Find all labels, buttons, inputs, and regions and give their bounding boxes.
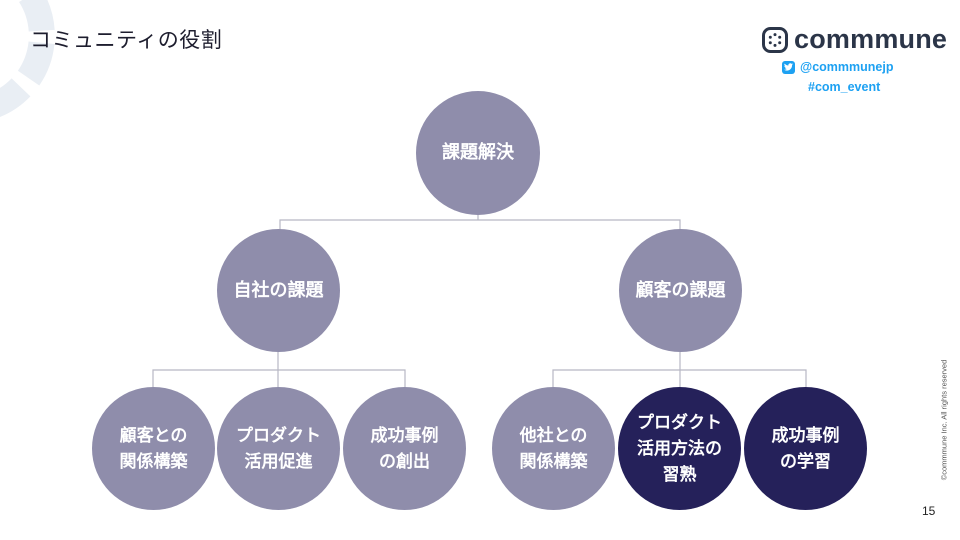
brand-block: commmune @commmunejp #com_event: [762, 24, 947, 104]
node-branch-label: 顧客の課題: [635, 279, 726, 301]
node-branch-label: 自社の課題: [233, 279, 324, 301]
node-leaf-label: プロダクト 活用方法の 習熟: [637, 412, 722, 485]
node-leaf-success-creation: 成功事例 の創出: [343, 387, 466, 510]
node-branch-own-issues: 自社の課題: [217, 229, 340, 352]
commmune-ring-icon: [762, 26, 788, 53]
slide-title: コミュニティの役割: [30, 28, 223, 52]
node-leaf-product-mastery: プロダクト 活用方法の 習熟: [618, 387, 741, 510]
node-root-label: 課題解決: [442, 142, 514, 163]
decorative-arc: [0, 0, 55, 118]
node-leaf-product-adoption: プロダクト 活用促進: [217, 387, 340, 510]
connector-root-to-branches: [279, 219, 681, 230]
node-leaf-label: 成功事例 の創出: [370, 425, 439, 472]
copyright-notice: ©commmune Inc. All rights reserved: [939, 359, 949, 481]
node-leaf-success-learning: 成功事例 の学習: [744, 387, 867, 510]
node-branch-customer-issues: 顧客の課題: [619, 229, 742, 352]
node-root: 課題解決: [416, 91, 540, 215]
node-leaf-label: 他社との 関係構築: [519, 425, 588, 472]
node-leaf-label: プロダクト 活用促進: [236, 425, 321, 472]
brand-name: commmune: [794, 24, 948, 54]
node-leaf-label: 成功事例 の学習: [771, 425, 840, 472]
twitter-handle: @commmunejp: [800, 60, 894, 74]
node-leaf-customer-relations: 顧客との 関係構築: [92, 387, 215, 510]
page-number: 15: [922, 504, 936, 518]
event-hashtag[interactable]: #com_event: [808, 80, 881, 94]
twitter-handle-link[interactable]: @commmunejp: [782, 60, 893, 74]
twitter-icon: [782, 60, 795, 74]
node-leaf-label: 顧客との 関係構築: [119, 425, 188, 472]
node-leaf-peer-relations: 他社との 関係構築: [492, 387, 615, 510]
connector-left-to-children: [152, 369, 406, 388]
brand-logo: commmune: [762, 24, 947, 55]
